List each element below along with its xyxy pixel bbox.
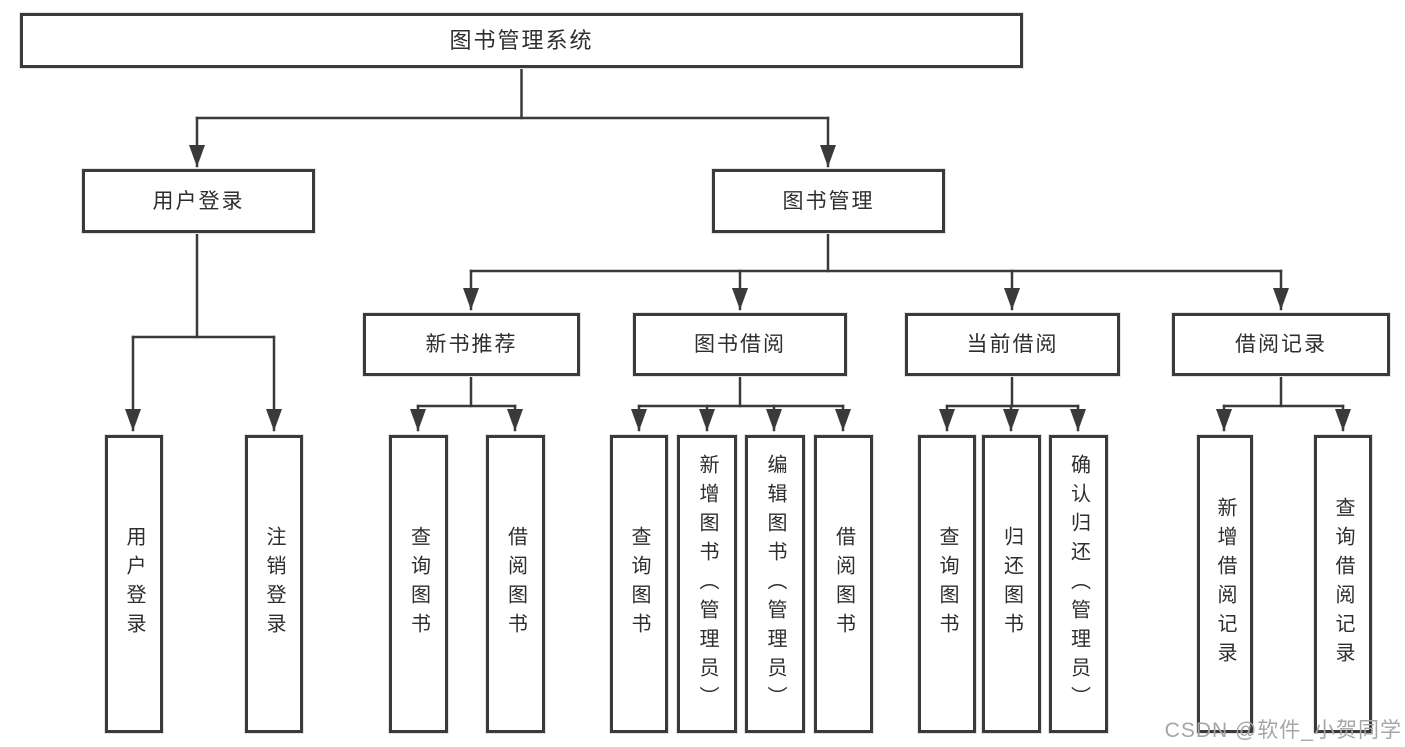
node-label: 用户登录 bbox=[152, 189, 245, 213]
leaf-label: 确认归还（管理员） bbox=[1067, 453, 1090, 715]
leaf-query-books: 查询图书 bbox=[610, 435, 668, 733]
node-label: 图书管理系统 bbox=[449, 27, 594, 53]
book-management-split-connector bbox=[463, 231, 1289, 311]
root-split-connector bbox=[189, 66, 836, 168]
node-borrow-records: 借阅记录 bbox=[1172, 313, 1390, 376]
leaf-label: 归还图书 bbox=[1000, 526, 1023, 642]
leaf-edit-book-admin: 编辑图书（管理员） bbox=[745, 435, 805, 733]
node-user-login: 用户登录 bbox=[82, 169, 315, 233]
leaf-label: 编辑图书（管理员） bbox=[764, 453, 786, 715]
leaf-query-books: 查询图书 bbox=[918, 435, 976, 733]
leaf-label: 新增借阅记录 bbox=[1214, 497, 1236, 671]
leaf-return-book: 归还图书 bbox=[982, 435, 1041, 733]
borrow-records-split-connector bbox=[1216, 374, 1351, 432]
leaf-query-borrow-record: 查询借阅记录 bbox=[1314, 435, 1372, 733]
leaf-borrow-books: 借阅图书 bbox=[814, 435, 873, 733]
leaf-label: 注销登录 bbox=[263, 526, 285, 642]
leaf-logout: 注销登录 bbox=[245, 435, 303, 733]
leaf-query-books: 查询图书 bbox=[389, 435, 448, 733]
book-borrow-split-connector bbox=[631, 374, 851, 432]
leaf-label: 新增图书（管理员） bbox=[696, 453, 718, 715]
node-current-borrow: 当前借阅 bbox=[905, 313, 1120, 376]
leaf-label: 借阅图书 bbox=[832, 526, 855, 642]
leaf-label: 查询图书 bbox=[628, 526, 650, 642]
node-book-management: 图书管理 bbox=[712, 169, 945, 233]
leaf-borrow-books: 借阅图书 bbox=[486, 435, 545, 733]
node-label: 图书管理 bbox=[782, 189, 875, 213]
leaf-label: 查询图书 bbox=[407, 526, 430, 642]
user-login-split-connector bbox=[125, 231, 282, 432]
current-borrow-split-connector bbox=[939, 374, 1086, 432]
node-label: 当前借阅 bbox=[966, 333, 1059, 356]
leaf-confirm-return-admin: 确认归还（管理员） bbox=[1049, 435, 1108, 733]
leaf-label: 用户登录 bbox=[123, 526, 145, 642]
node-label: 借阅记录 bbox=[1235, 333, 1327, 356]
leaf-label: 借阅图书 bbox=[504, 526, 527, 642]
node-library-system: 图书管理系统 bbox=[20, 13, 1023, 68]
node-new-book-recommend: 新书推荐 bbox=[363, 313, 580, 376]
leaf-add-book-admin: 新增图书（管理员） bbox=[677, 435, 737, 733]
leaf-user-login: 用户登录 bbox=[105, 435, 163, 733]
node-label: 新书推荐 bbox=[425, 333, 518, 356]
leaf-label: 查询图书 bbox=[936, 526, 958, 642]
watermark: CSDN @软件_小贺同学 bbox=[1164, 719, 1402, 742]
new-book-recommend-split-connector bbox=[410, 374, 523, 432]
leaf-add-borrow-record: 新增借阅记录 bbox=[1197, 435, 1253, 733]
leaf-label: 查询借阅记录 bbox=[1332, 497, 1354, 671]
node-book-borrow: 图书借阅 bbox=[633, 313, 847, 376]
node-label: 图书借阅 bbox=[694, 333, 786, 356]
